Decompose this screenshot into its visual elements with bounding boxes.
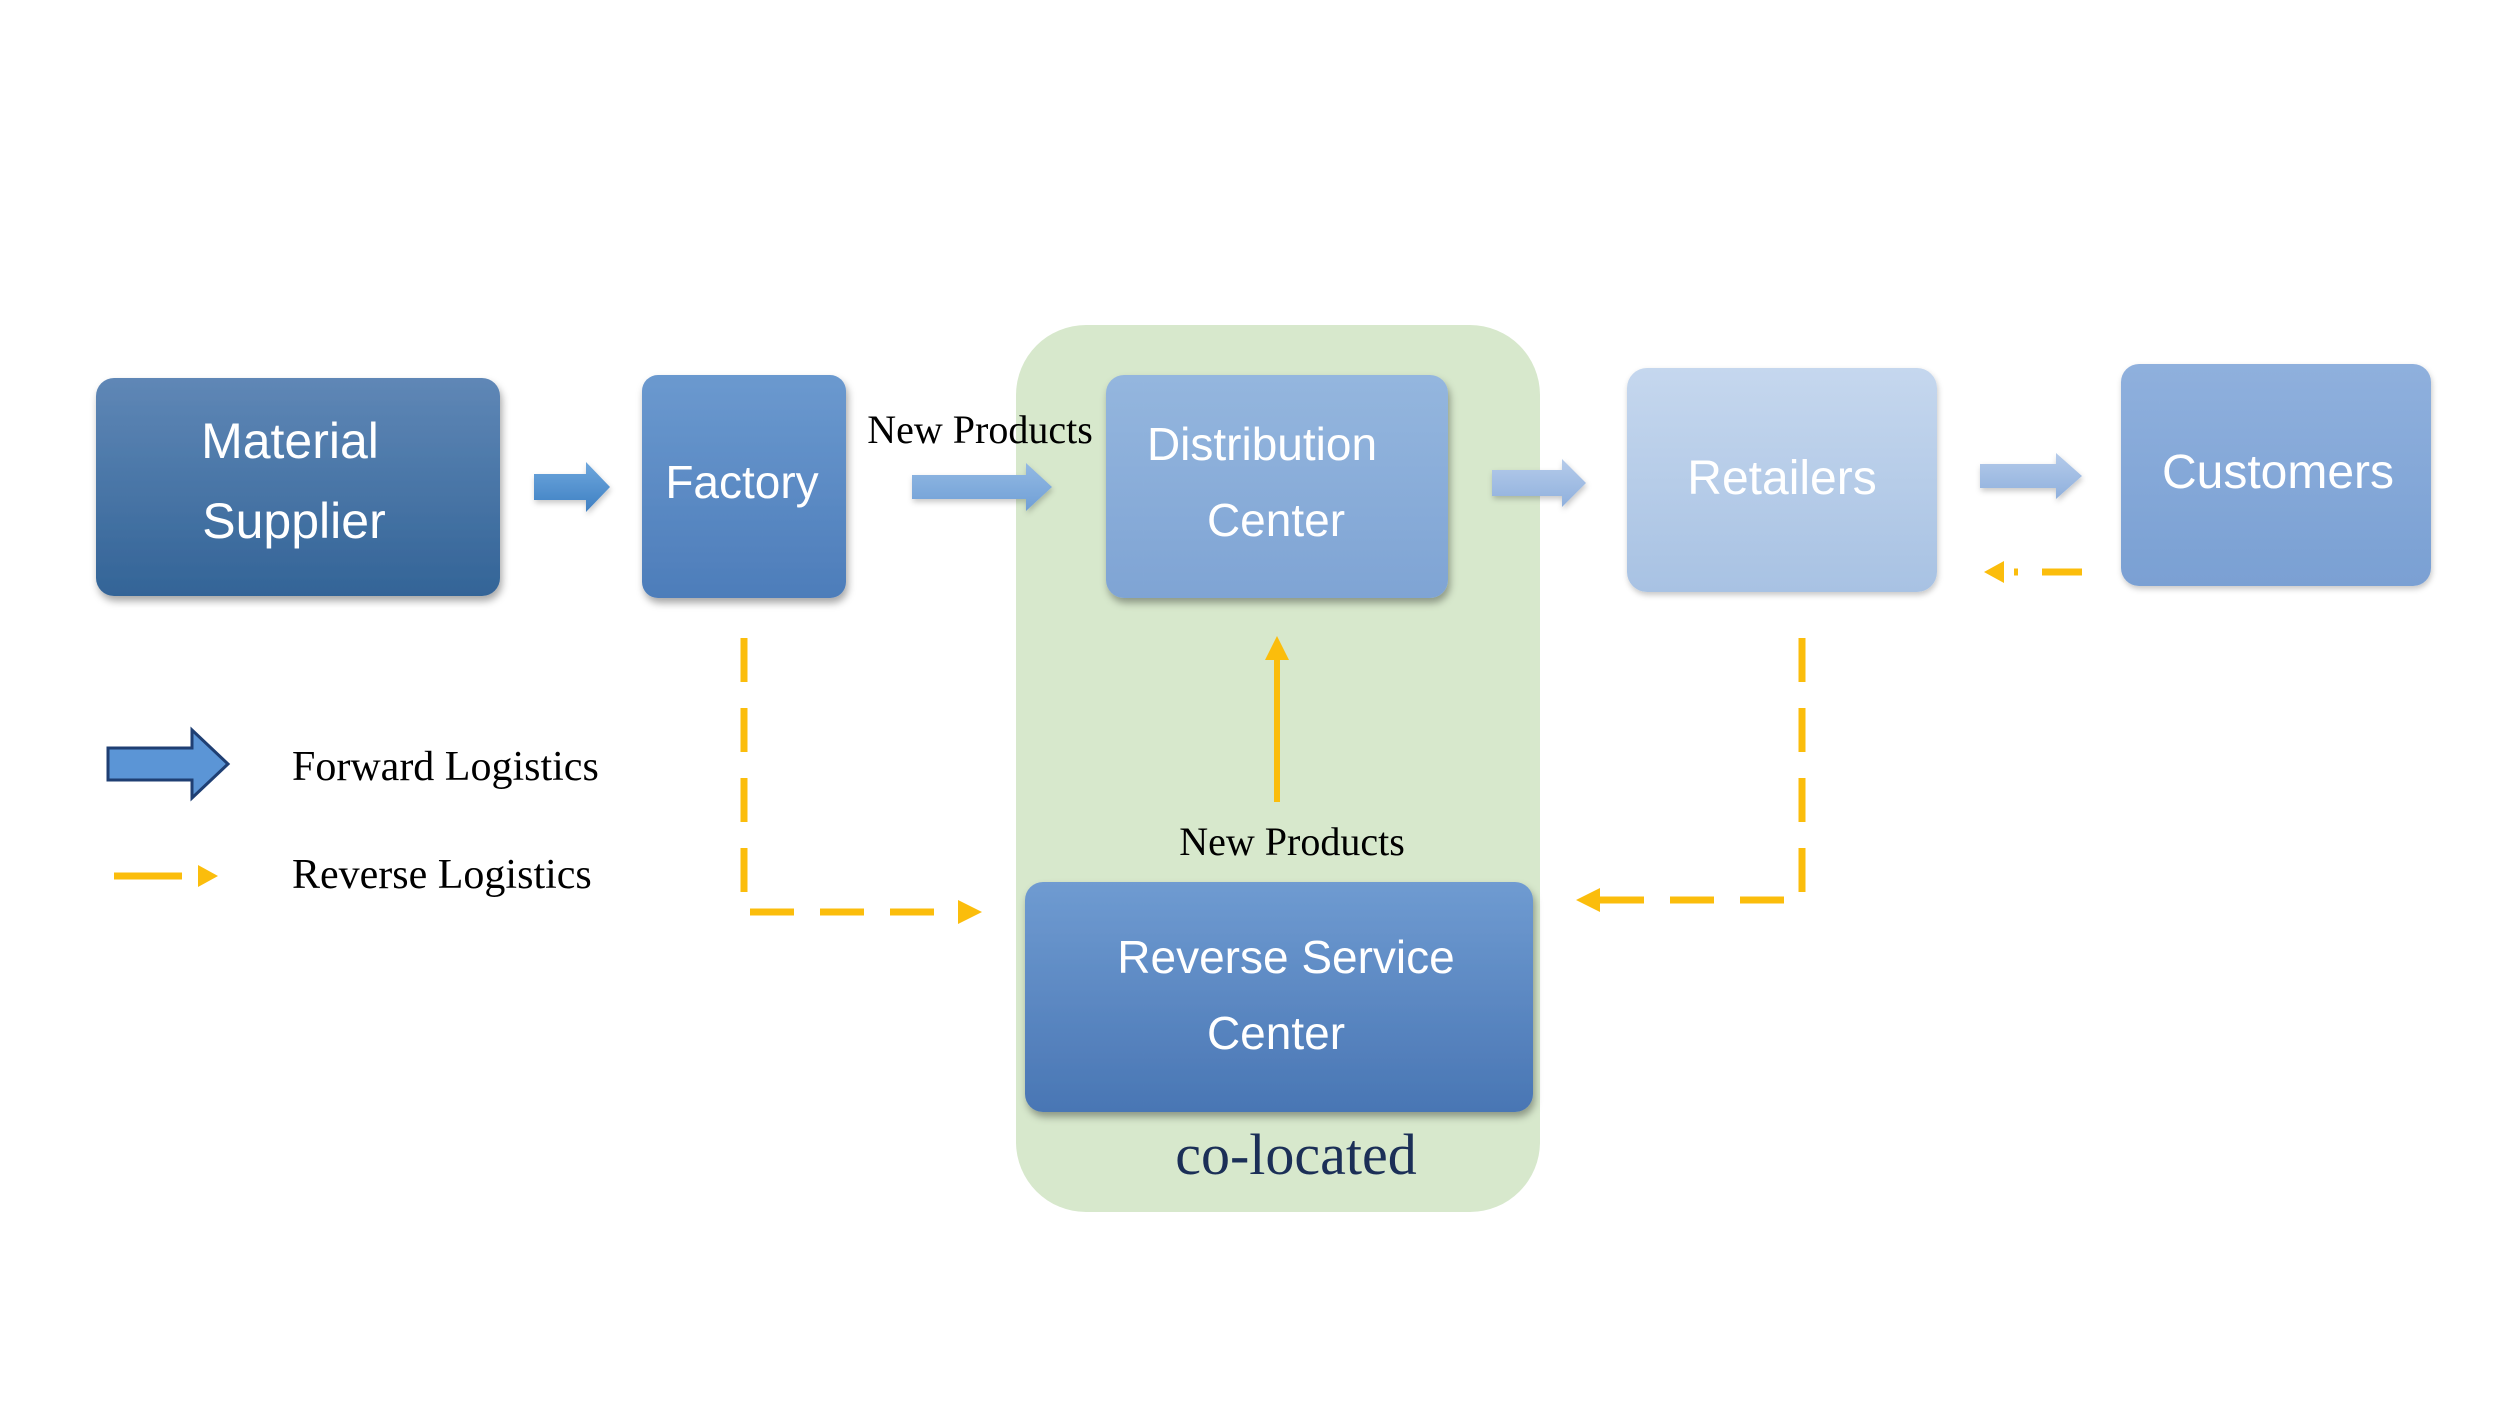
legend-reverse-label: Reverse Logistics <box>292 852 592 898</box>
forward-arrow-dc-to-retailers <box>1492 459 1586 507</box>
colocated-label: co-located <box>1175 1122 1417 1187</box>
forward-arrow-retailers-to-customers <box>1980 453 2082 499</box>
forward-arrow-supplier-to-factory <box>534 462 610 512</box>
edge-label-rsc-to-dc: New Products <box>1179 819 1405 864</box>
legend-reverse-arrowhead-icon <box>198 865 218 887</box>
reverse-service-center-label-2: Center <box>1207 1007 1345 1059</box>
reverse-arrow-retailers-to-rsc <box>1576 638 1806 912</box>
reverse-arrow-rsc-to-dc <box>1265 636 1289 802</box>
retailers-label: Retailers <box>1687 452 1876 505</box>
legend: Forward Logistics Reverse Logistics <box>106 726 599 898</box>
edge-label-factory-to-dc: New Products <box>867 407 1093 452</box>
retailers-node[interactable]: Retailers <box>1627 368 1937 592</box>
factory-label: Factory <box>665 456 818 508</box>
customers-label: Customers <box>2162 446 2394 499</box>
forward-arrow-factory-to-dc <box>912 463 1052 511</box>
legend-forward-arrow-icon <box>106 726 231 802</box>
material-supplier-node[interactable]: Material Supplier <box>96 378 500 596</box>
reverse-arrow-factory-to-rsc <box>740 638 982 924</box>
reverse-arrow-customers-to-retailers <box>1984 561 2082 583</box>
material-supplier-label-2: Supplier <box>202 493 385 549</box>
factory-node[interactable]: Factory <box>642 375 846 598</box>
distribution-center-label-1: Distribution <box>1147 418 1377 470</box>
reverse-service-center-label-1: Reverse Service <box>1117 931 1454 983</box>
material-supplier-label-1: Material <box>201 413 379 469</box>
legend-forward-label: Forward Logistics <box>292 744 599 790</box>
distribution-center-node[interactable]: Distribution Center <box>1106 375 1448 598</box>
customers-node[interactable]: Customers <box>2121 364 2431 586</box>
reverse-service-center-node[interactable]: Reverse Service Center <box>1025 882 1533 1112</box>
distribution-center-label-2: Center <box>1207 494 1345 546</box>
